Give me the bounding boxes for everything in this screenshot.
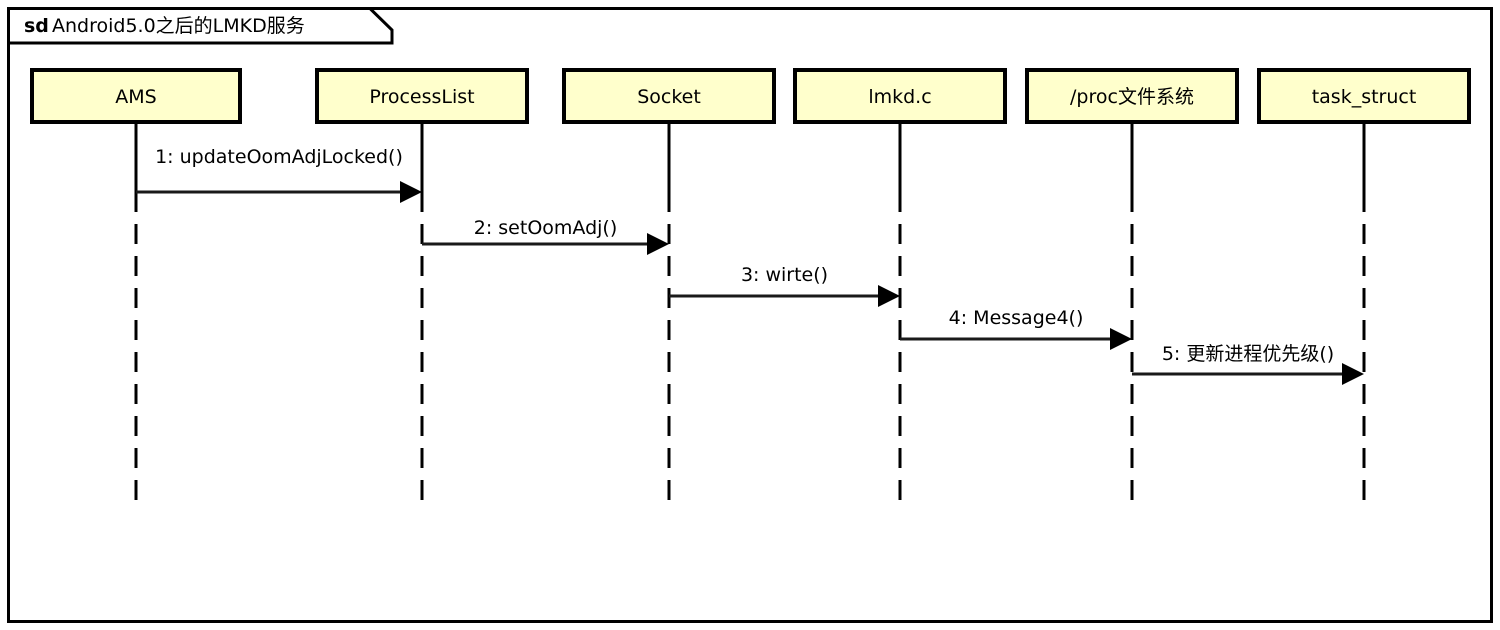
- lifeline-label-taskstruct: task_struct: [1312, 86, 1417, 108]
- lifeline-box-ams[interactable]: [30, 68, 242, 124]
- lifeline-box-lmkd[interactable]: [793, 68, 1007, 124]
- message-layer: 1: updateOomAdjLocked() 2: setOomAdj() 3: …: [136, 146, 1364, 385]
- message-3[interactable]: 3: wirte(): [669, 264, 900, 307]
- diagram-frame: [7, 7, 1493, 623]
- message-arrowhead-5: [1342, 363, 1364, 385]
- lifeline-taskstruct: task_struct: [1257, 68, 1471, 502]
- lifeline-lmkd: lmkd.c: [793, 68, 1007, 502]
- diagram-title-tag: [7, 7, 394, 45]
- message-label-5: 5: 更新进程优先级(): [1162, 343, 1334, 365]
- lifeline-box-taskstruct[interactable]: [1257, 68, 1471, 124]
- message-label-4: 4: Message4(): [949, 307, 1084, 329]
- lifeline-label-ams: AMS: [115, 86, 156, 108]
- lifeline-box-processlist[interactable]: [315, 68, 529, 124]
- message-label-1: 1: updateOomAdjLocked(): [155, 146, 403, 168]
- message-arrowhead-2: [647, 233, 669, 255]
- lifeline-box-socket[interactable]: [562, 68, 776, 124]
- message-1[interactable]: 1: updateOomAdjLocked(): [136, 146, 422, 203]
- message-arrowhead-3: [878, 285, 900, 307]
- lifeline-processlist: ProcessList: [315, 68, 529, 502]
- lifeline-label-lmkd: lmkd.c: [868, 86, 931, 108]
- message-4[interactable]: 4: Message4(): [900, 307, 1132, 350]
- lifeline-box-proc[interactable]: [1025, 68, 1239, 124]
- lifeline-proc: /proc文件系统: [1025, 68, 1239, 502]
- lifeline-label-socket: Socket: [637, 86, 701, 108]
- message-arrowhead-4: [1110, 328, 1132, 350]
- lifeline-label-proc: /proc文件系统: [1070, 86, 1194, 108]
- message-label-3: 3: wirte(): [741, 264, 828, 286]
- diagram-title: Android5.0之后的LMKD服务: [52, 15, 305, 37]
- diagram-kind-label: sd: [24, 15, 49, 37]
- lifeline-socket: Socket: [562, 68, 776, 502]
- lifeline-label-processlist: ProcessList: [369, 86, 474, 108]
- lifeline-ams: AMS: [30, 68, 242, 502]
- message-label-2: 2: setOomAdj(): [474, 217, 617, 239]
- message-arrowhead-1: [400, 181, 422, 203]
- message-2[interactable]: 2: setOomAdj(): [422, 217, 669, 255]
- lifeline-layer: AMS ProcessList Socket lmkd.c/proc文件系统 task_…: [30, 68, 1471, 502]
- message-5[interactable]: 5: 更新进程优先级(): [1132, 343, 1364, 385]
